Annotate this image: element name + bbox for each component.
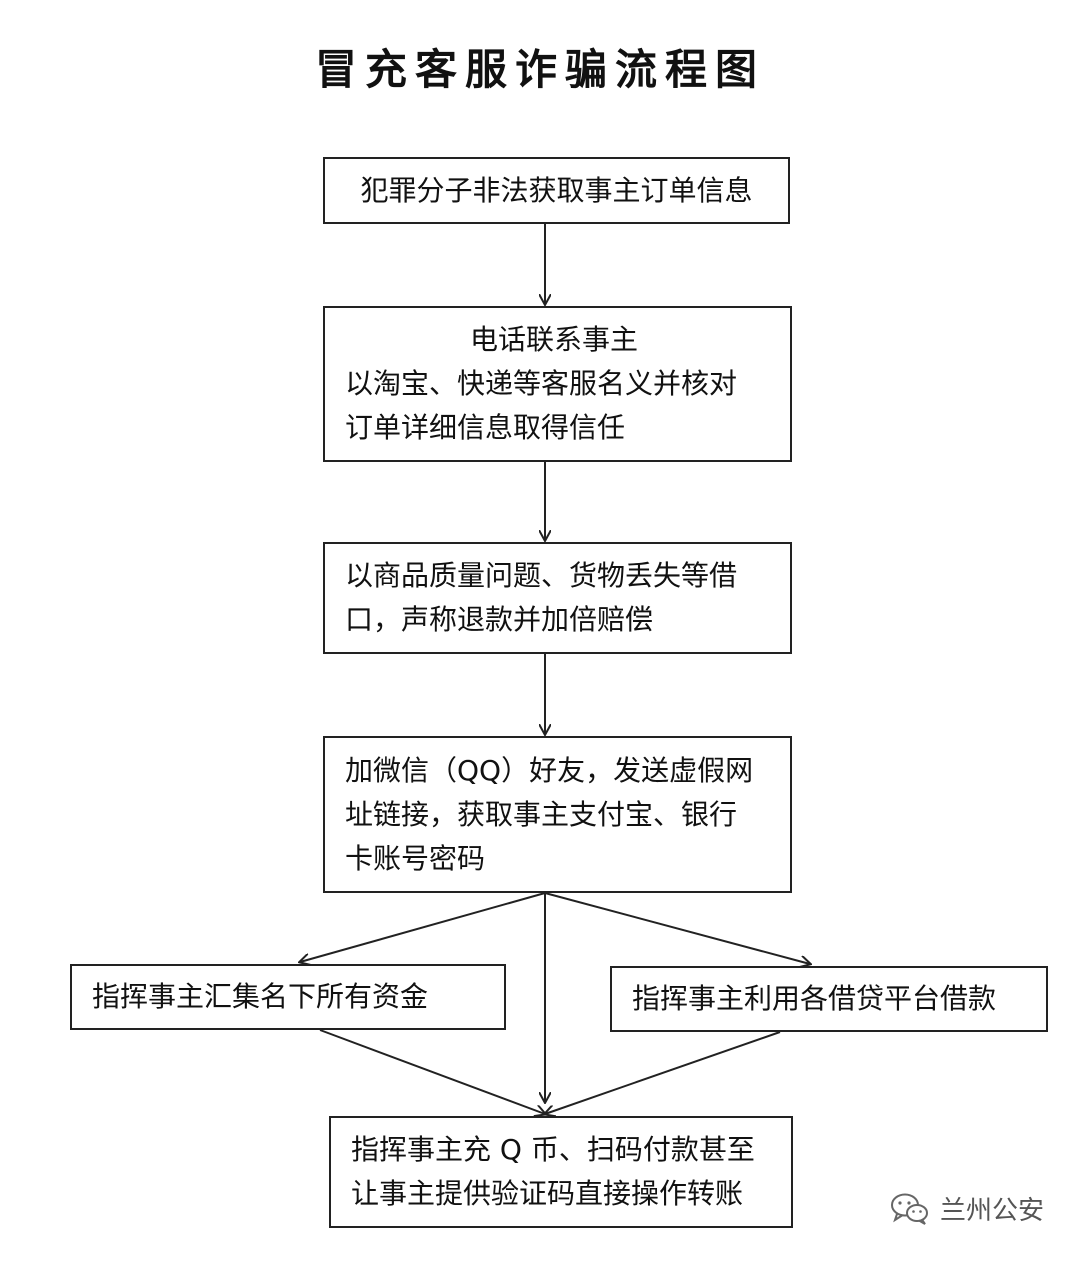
- arrow-step4-to-left-branch: [300, 892, 546, 962]
- step-text-line: 以淘宝、快递等客服名义并核对: [345, 367, 738, 400]
- step-box-collect-funds: 指挥事主汇集名下所有资金: [70, 964, 506, 1030]
- step-text-line: 订单详细信息取得信任: [345, 411, 626, 444]
- step-box-final-transfer: 指挥事主充 Q 币、扫码付款甚至 让事主提供验证码直接操作转账: [329, 1116, 793, 1228]
- step-text-line: 指挥事主充 Q 币、扫码付款甚至: [351, 1133, 755, 1166]
- step-box-loan-platforms: 指挥事主利用各借贷平台借款: [610, 966, 1048, 1032]
- arrow-right-branch-to-final: [545, 1031, 781, 1114]
- step-box-refund-pretext: 以商品质量问题、货物丢失等借 口，声称退款并加倍赔偿: [323, 542, 792, 654]
- step-text-line: 犯罪分子非法获取事主订单信息: [360, 173, 753, 207]
- watermark-text: 兰州公安: [939, 1196, 1044, 1226]
- step-text-line: 口，声称退款并加倍赔偿: [345, 603, 654, 636]
- step-text-line: 让事主提供验证码直接操作转账: [351, 1177, 744, 1210]
- step-text-line: 以商品质量问题、货物丢失等借: [345, 559, 738, 592]
- arrow-step4-to-right-branch: [544, 892, 810, 964]
- step-box-fake-link: 加微信（QQ）好友，发送虚假网 址链接，获取事主支付宝、银行 卡账号密码: [323, 736, 792, 893]
- arrow-left-branch-to-final: [319, 1029, 545, 1114]
- wechat-icon: [890, 1193, 928, 1225]
- step-text-line: 指挥事主汇集名下所有资金: [92, 980, 429, 1013]
- step-box-phone-contact: 电话联系事主 以淘宝、快递等客服名义并核对 订单详细信息取得信任: [323, 306, 792, 462]
- step-text-line: 电话联系事主: [470, 323, 639, 356]
- step-text-line: 加微信（QQ）好友，发送虚假网: [345, 753, 754, 787]
- step-text-line: 指挥事主利用各借贷平台借款: [632, 982, 997, 1015]
- watermark: 兰州公安: [890, 1190, 1044, 1227]
- step-text-line: 卡账号密码: [345, 841, 486, 875]
- page-title: 冒充客服诈骗流程图: [314, 45, 765, 94]
- step-text-line: 址链接，获取事主支付宝、银行: [345, 797, 738, 831]
- step-box-obtain-order-info: 犯罪分子非法获取事主订单信息: [323, 157, 790, 224]
